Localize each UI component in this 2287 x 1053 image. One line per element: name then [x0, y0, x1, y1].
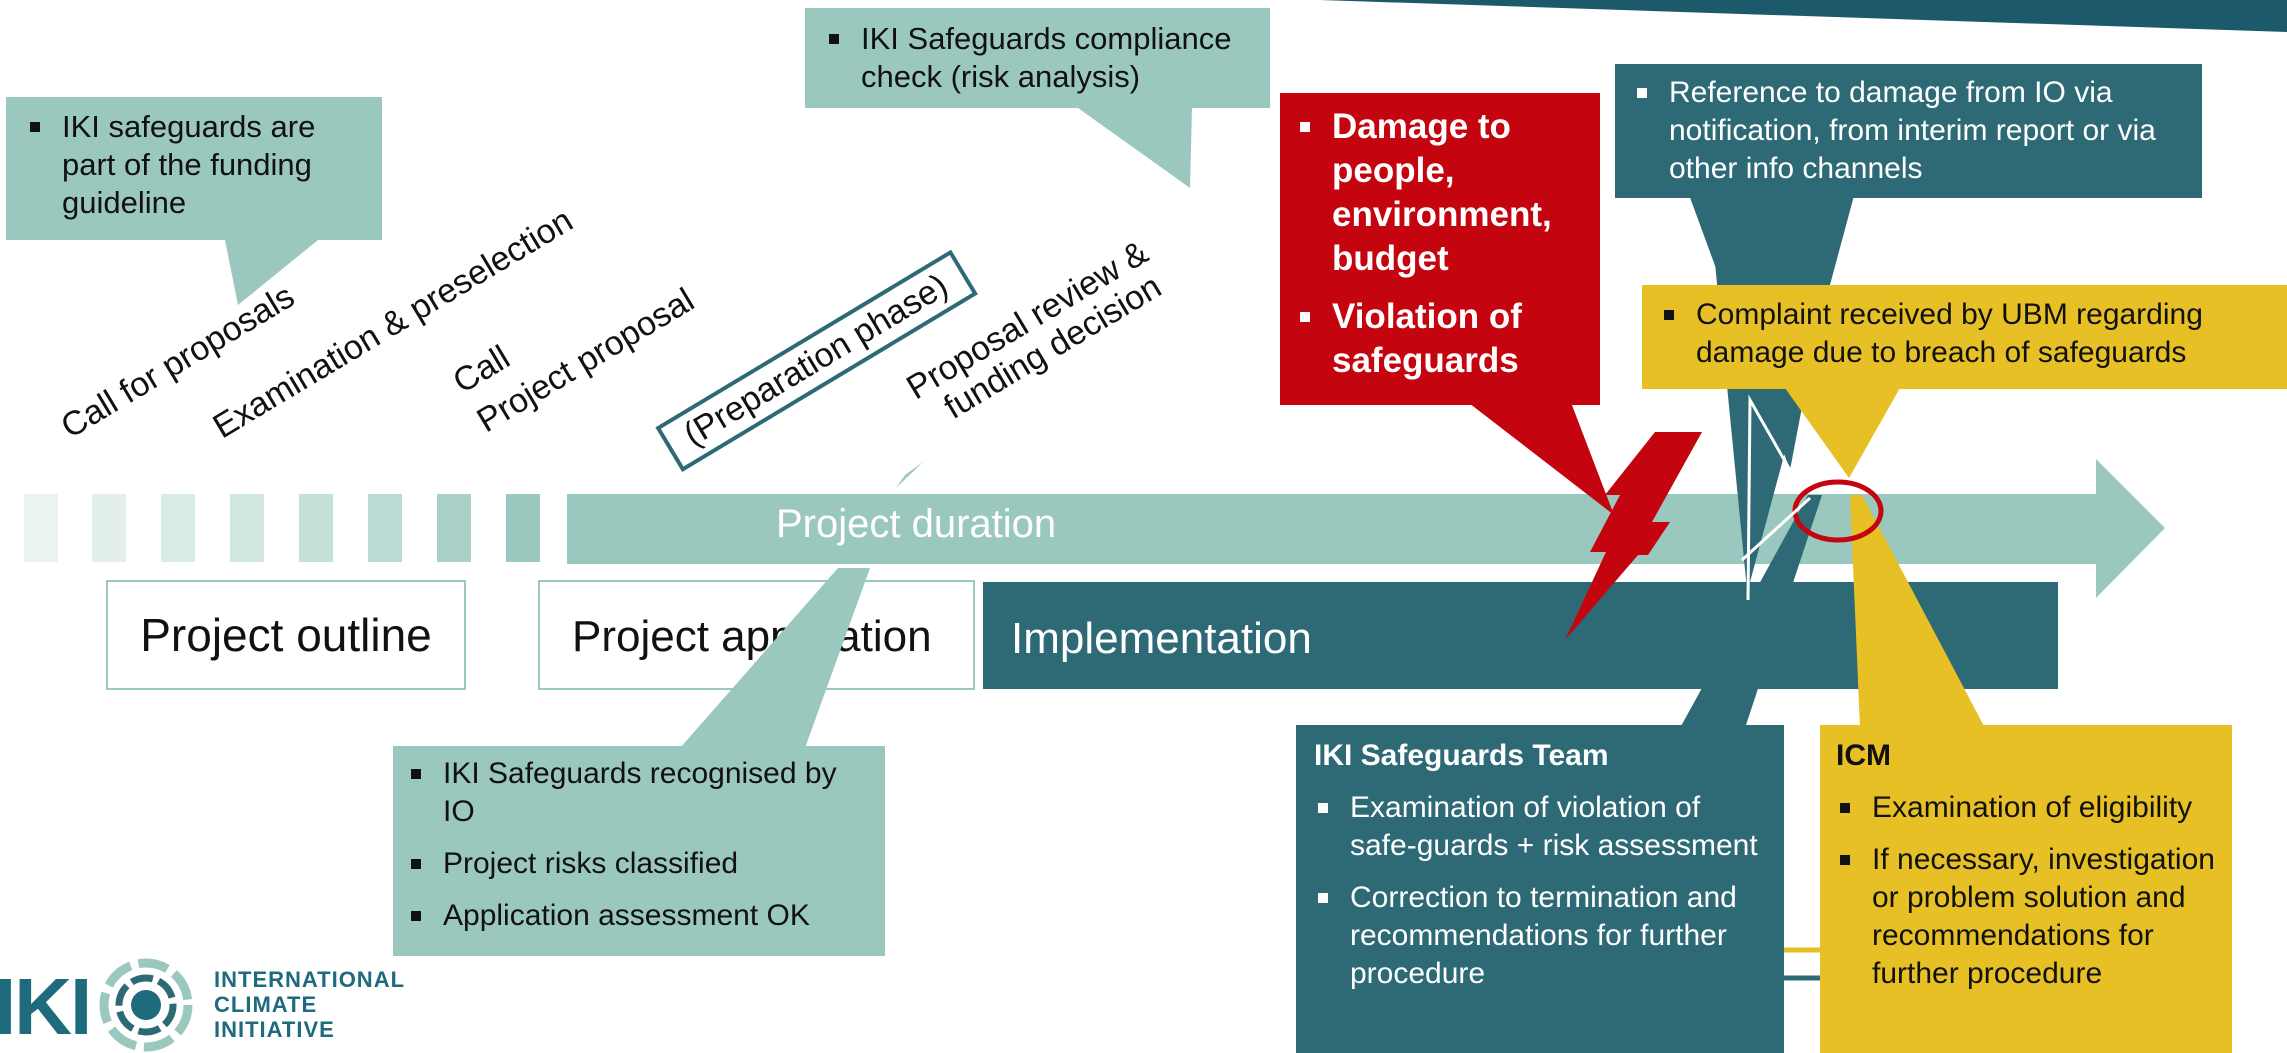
phase-outline-label: Project outline	[140, 609, 432, 661]
logo-line1: INTERNATIONAL	[214, 967, 406, 992]
recognised-item: IKI Safeguards recognised by IO	[407, 755, 873, 831]
phase-project-application: Project application	[538, 580, 975, 690]
top-band	[1320, 0, 2287, 32]
complaint-item: Complaint received by UBM regarding dama…	[1660, 296, 2277, 372]
compliance-check-item: IKI Safeguards compliance check (risk an…	[825, 20, 1256, 96]
damage-item: Damage to people, environment, budget	[1296, 105, 1590, 281]
callout-recognised: IKI Safeguards recognised by IO Project …	[393, 746, 885, 956]
callout-compliance-check: IKI Safeguards compliance check (risk an…	[805, 8, 1270, 108]
logo-text: INTERNATIONAL CLIMATE INITIATIVE	[214, 967, 405, 1042]
logo-emblem	[99, 958, 193, 1052]
callout-funding-guideline: IKI safeguards are part of the funding g…	[6, 97, 382, 240]
safeguards-team-item: Correction to termination and recommenda…	[1314, 879, 1770, 993]
violation-item: Violation of safeguards	[1296, 295, 1590, 383]
safeguards-team-title: IKI Safeguards Team	[1314, 739, 1609, 772]
icm-item: Examination of eligibility	[1836, 789, 2222, 827]
icm-title: ICM	[1836, 739, 1891, 772]
safeguards-team-box: IKI Safeguards Team Examination of viola…	[1296, 725, 1784, 1053]
phase-implementation-label: Implementation	[1011, 614, 1312, 663]
logo-line3: INITIATIVE	[214, 1017, 335, 1042]
icm-box: ICM Examination of eligibility If necess…	[1820, 725, 2232, 1053]
iki-logo: IKI INTERNATIONAL CLIMATE INITIATIVE	[0, 955, 404, 1053]
phase-project-outline: Project outline	[106, 580, 466, 690]
assessment-item: Application assessment OK	[407, 897, 873, 935]
project-duration-label: Project duration	[776, 502, 1057, 546]
risks-item: Project risks classified	[407, 845, 873, 883]
icm-item: If necessary, investigation or problem s…	[1836, 841, 2222, 993]
funding-guideline-item: IKI safeguards are part of the funding g…	[26, 108, 368, 222]
logo-line2: CLIMATE	[214, 992, 318, 1017]
callout-damage: Damage to people, environment, budget Vi…	[1280, 93, 1600, 405]
reference-item: Reference to damage from IO via notifica…	[1633, 74, 2188, 188]
logo-letters: IKI	[0, 962, 92, 1051]
callout-complaint: Complaint received by UBM regarding dama…	[1642, 285, 2287, 389]
safeguards-team-item: Examination of violation of safe-guards …	[1314, 789, 1770, 865]
callout-reference: Reference to damage from IO via notifica…	[1615, 64, 2202, 198]
phase-application-label: Project application	[572, 612, 932, 661]
